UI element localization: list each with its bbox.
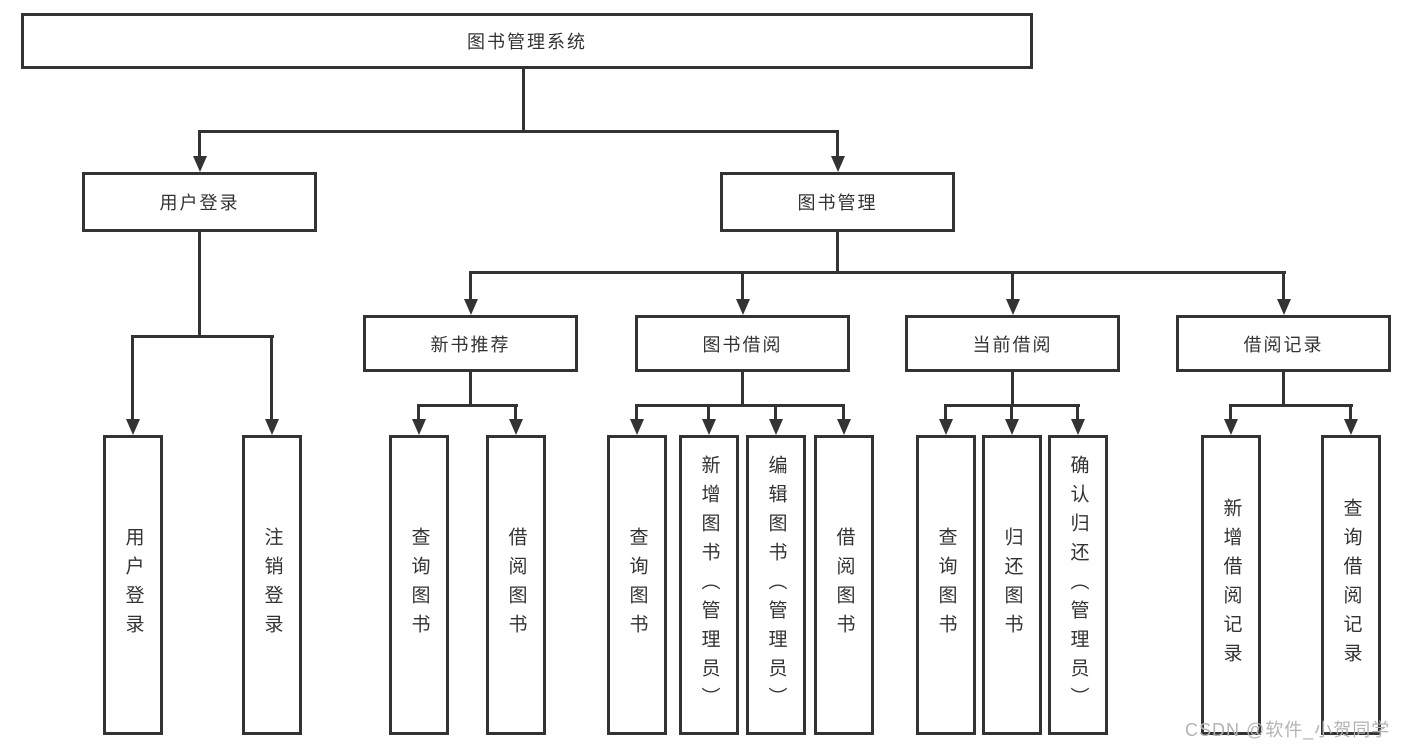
connector-leaf-shaft [774,404,777,422]
node-book-management: 图书管理 [720,172,955,232]
arrowhead-current [1006,299,1020,315]
node-root-label: 图书管理系统 [467,32,587,52]
connector-leaf-shaft [131,335,134,421]
connector-record-leaves-split [1229,404,1353,407]
arrowhead-book-mgmt [831,156,845,172]
connector-level2-split [198,130,839,133]
arrowhead-leaf [1071,419,1085,435]
connector-leaf-shaft [1010,404,1013,422]
node-root: 图书管理系统 [21,13,1033,69]
arrowhead-leaf [126,419,140,435]
leaf-query-books-borrow-label: 查询图书 [626,527,648,643]
leaf-add-borrow-record-label: 新增借阅记录 [1220,498,1242,672]
connector-book-mgmt-shaft [836,130,839,158]
arrowhead-leaf [412,419,426,435]
connector-leaf-shaft [707,404,710,422]
arrowhead-recommend [464,299,478,315]
arrowhead-leaf [509,419,523,435]
connector-level3-split [469,271,1286,274]
arrowhead-leaf [1344,419,1358,435]
leaf-user-login: 用户登录 [103,435,163,735]
connector-borrow-stub [741,372,744,407]
connector-user-login-shaft [198,130,201,158]
connector-leaf-shaft [635,404,638,422]
connector-borrow-shaft [741,271,744,301]
leaf-return-book: 归还图书 [982,435,1042,735]
leaf-confirm-return-admin-label: 确认归还（管理员） [1067,454,1089,716]
arrowhead-leaf [769,419,783,435]
leaf-user-login-label: 用户登录 [122,527,144,643]
connector-leaf-shaft [1229,404,1232,422]
leaf-borrow-book-label: 借阅图书 [833,527,855,643]
arrowhead-leaf [1224,419,1238,435]
leaf-logout: 注销登录 [242,435,302,735]
leaf-query-books-current-label: 查询图书 [935,527,957,643]
connector-leaf-shaft [514,404,517,422]
leaf-borrow-book: 借阅图书 [814,435,874,735]
node-book-management-label: 图书管理 [797,193,878,213]
node-current-borrow-label: 当前借阅 [972,334,1053,355]
connector-recommend-stub [469,372,472,407]
connector-borrow-leaves-split [635,404,845,407]
leaf-add-book-admin-label: 新增图书（管理员） [698,454,720,716]
arrowhead-user-login [193,156,207,172]
connector-recommend-leaves-split [417,404,518,407]
connector-current-shaft [1011,271,1014,301]
arrowhead-borrow [736,299,750,315]
node-borrow-record-label: 借阅记录 [1243,334,1324,355]
leaf-query-books-borrow: 查询图书 [607,435,667,735]
leaf-query-books-recommend: 查询图书 [389,435,449,735]
connector-user-login-stub [198,232,201,338]
node-user-login-label: 用户登录 [159,193,240,213]
connector-leaf-shaft [944,404,947,422]
arrowhead-leaf [265,419,279,435]
csdn-watermark: CSDN @软件_小贺同学 [1185,720,1391,740]
connector-leaf-shaft [270,335,273,421]
leaf-query-borrow-record-label: 查询借阅记录 [1340,498,1362,672]
leaf-logout-label: 注销登录 [261,527,283,643]
arrowhead-leaf [630,419,644,435]
connector-record-shaft [1282,271,1285,301]
arrowhead-leaf [837,419,851,435]
connector-record-stub [1282,372,1285,407]
leaf-borrow-book-recommend: 借阅图书 [486,435,546,735]
connector-recommend-shaft [469,271,472,301]
node-current-borrow: 当前借阅 [905,315,1120,372]
node-new-book-recommend-label: 新书推荐 [430,334,511,355]
arrowhead-leaf [939,419,953,435]
connector-user-leaves-split [131,335,274,338]
arrowhead-leaf [1005,419,1019,435]
connector-book-mgmt-stub [836,232,839,274]
connector-leaf-shaft [1076,404,1079,422]
connector-leaf-shaft [417,404,420,422]
leaf-query-borrow-record: 查询借阅记录 [1321,435,1381,735]
leaf-return-book-label: 归还图书 [1001,527,1023,643]
connector-root-stub [522,69,525,132]
node-book-borrow: 图书借阅 [635,315,850,372]
leaf-query-books-recommend-label: 查询图书 [408,527,430,643]
connector-current-stub [1011,372,1014,407]
arrowhead-leaf [702,419,716,435]
leaf-query-books-current: 查询图书 [916,435,976,735]
node-new-book-recommend: 新书推荐 [363,315,578,372]
node-book-borrow-label: 图书借阅 [702,334,783,355]
leaf-edit-book-admin: 编辑图书（管理员） [746,435,806,735]
leaf-borrow-book-recommend-label: 借阅图书 [505,527,527,643]
node-borrow-record: 借阅记录 [1176,315,1391,372]
connector-leaf-shaft [842,404,845,422]
leaf-add-book-admin: 新增图书（管理员） [679,435,739,735]
connector-leaf-shaft [1349,404,1352,422]
node-user-login: 用户登录 [82,172,317,232]
leaf-edit-book-admin-label: 编辑图书（管理员） [765,454,787,716]
leaf-add-borrow-record: 新增借阅记录 [1201,435,1261,735]
leaf-confirm-return-admin: 确认归还（管理员） [1048,435,1108,735]
arrowhead-record [1277,299,1291,315]
